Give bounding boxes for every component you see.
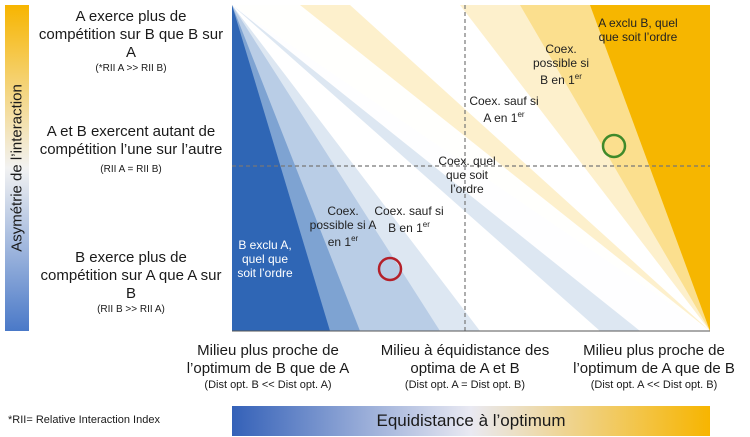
y-label-bottom-sub: (RII B >> RII A) [97,304,165,315]
x-label-right-main: Milieu plus proche de l’optimum de A que… [573,342,735,377]
red-circle-marker [377,256,403,282]
zone-label-b-exclusion: B exclu A, quel que soit l’ordre [237,238,293,280]
zone-label-coex-a-first-sup: er [351,234,359,243]
x-label-left-sub: (Dist opt. B << Dist opt. A) [204,379,332,391]
zone-label-coex-b-first-sup: er [574,72,582,81]
x-label-left-main: Milieu plus proche de l’optimum de B que… [186,342,350,377]
zone-label-coex-except-a-sup: er [517,110,525,119]
green-circle-marker [601,133,627,159]
zone-label-coex-except-b-sup: er [422,220,430,229]
y-label-top-sub: (*RII A >> RII B) [95,63,167,74]
zone-label-coex-b-first-text: Coex. possible si B en 1 [532,42,590,87]
x-label-right-sub: (Dist opt. A << Dist opt. B) [590,379,718,391]
x-axis-title: Equidistance à l’optimum [376,411,566,430]
zone-label-a-exclusion: A exclu B, quel que soit l’ordre [598,16,678,44]
footnote: *RII= Relative Interaction Index [8,414,160,426]
zone-label-coex-except-a: Coex. sauf si A en 1er [466,94,542,125]
zone-label-coex-b-first: Coex. possible si B en 1er [528,42,594,87]
diagonal-band [232,5,710,331]
zone-label-coex-except-b-text: Coex. sauf si B en 1 [374,204,444,235]
zone-label-coex-except-b: Coex. sauf si B en 1er [374,204,444,235]
zone-label-coex-a-first-text: Coex. possible si A en 1 [309,204,377,249]
y-label-middle-sub: (RII A = RII B) [100,164,162,175]
zone-a-exclusion [590,5,710,331]
y-label-bottom: B exerce plus de compétition sur A que A… [36,249,226,317]
y-axis-gradient-bar [5,5,29,331]
x-label-middle-main: Milieu à équidistance des optima de A et… [380,342,550,377]
y-label-middle-main: A et B exercent autant de compétition l’… [39,123,223,158]
y-label-top-main: A exerce plus de compétition sur B que B… [38,8,224,61]
y-label-top: A exerce plus de compétition sur B que B… [36,8,226,76]
x-label-right: Milieu plus proche de l’optimum de A que… [560,342,748,392]
x-label-middle-sub: (Dist opt. A = Dist opt. B) [404,379,526,391]
x-label-middle: Milieu à équidistance des optima de A et… [372,342,558,392]
zone-label-coex-any: Coex. quel que soit l’ordre [438,154,496,196]
y-label-bottom-main: B exerce plus de compétition sur A que A… [40,249,222,302]
x-axis-gradient-bar [232,406,710,436]
zone-label-coex-a-first: Coex. possible si A en 1er [308,204,378,249]
y-label-middle: A et B exercent autant de compétition l’… [36,123,226,177]
zone-label-coex-except-a-text: Coex. sauf si A en 1 [469,94,539,125]
zone-b-exclusion [232,5,330,331]
x-label-left: Milieu plus proche de l’optimum de B que… [168,342,368,392]
